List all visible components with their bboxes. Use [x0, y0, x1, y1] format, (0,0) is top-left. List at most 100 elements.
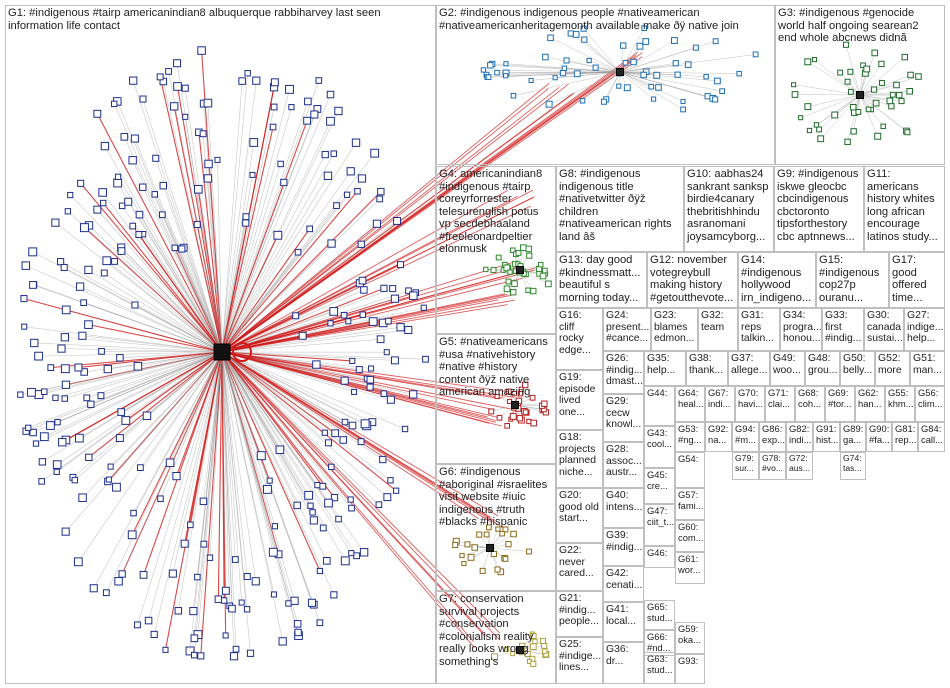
- group-panel-g27: G27: indige... help...: [904, 308, 945, 351]
- group-panel-g53: G53: #ng...: [675, 422, 705, 452]
- group-panel-g9: G9: #indigenous iskwe gleocbc cbcindigen…: [774, 166, 864, 252]
- group-panel-g41: G41: local...: [603, 602, 644, 642]
- group-label-g78: G78: #vo...: [762, 454, 783, 473]
- group-panel-g47: G47: ciit_t...: [644, 504, 675, 546]
- group-label-g52: G52: more: [878, 353, 907, 376]
- group-panel-g33: G33: first #indig...: [822, 308, 864, 351]
- group-label-g15: G15: #indigenous cop27p ouranu...: [819, 254, 886, 304]
- group-label-g12: G12: november votegreybull making histor…: [650, 254, 735, 304]
- group-panel-g89: G89: ga...: [840, 422, 866, 452]
- group-label-g30: G30: canada sustai...: [867, 310, 901, 345]
- group-label-g60: G60: com...: [678, 522, 702, 543]
- group-panel-g90: G90: #fa...: [866, 422, 892, 452]
- group-label-g3: G3: #indigenous #genocide world half ong…: [778, 7, 942, 45]
- group-panel-g34: G34: progra... honou...: [780, 308, 822, 351]
- group-panel-g79: G79: sur...: [732, 452, 759, 480]
- group-label-g2: G2: #indigenous indigenous people #nativ…: [439, 7, 772, 32]
- group-panel-g54: G54:: [675, 452, 705, 488]
- group-label-g65: G65: stud...: [647, 602, 672, 623]
- group-label-g31: G31: reps talkin...: [741, 310, 777, 345]
- group-label-g4: G4: americanindian8 #indigenous #tairp c…: [439, 168, 553, 256]
- group-label-g86: G86: exp...: [762, 424, 783, 445]
- group-panel-g12: G12: november votegreybull making histor…: [647, 252, 738, 308]
- group-panel-g40: G40: intens...: [603, 488, 644, 528]
- group-panel-g35: G35: help...: [644, 351, 686, 386]
- group-panel-g29: G29: cecw knowl...: [603, 394, 644, 442]
- group-label-g70: G70: havi...: [738, 388, 762, 409]
- group-panel-g94: G94: #m...: [732, 422, 759, 452]
- group-panel-g5: G5: #nativeamericans #usa #nativehistory…: [436, 334, 556, 464]
- group-panel-g7: G7: conservation survival projects #cons…: [436, 591, 556, 684]
- group-panel-g30: G30: canada sustai...: [864, 308, 904, 351]
- group-label-g68: G68: coh...: [798, 388, 822, 409]
- group-panel-g55: G55: khm...: [885, 386, 915, 422]
- group-panel-g84: G84: call...: [918, 422, 945, 452]
- group-label-g54: G54:: [678, 454, 702, 465]
- group-panel-g46: G46:: [644, 546, 675, 568]
- group-label-g11: G11: americans history whites long afric…: [867, 168, 942, 243]
- group-panel-g56: G56: clim...: [915, 386, 945, 422]
- group-panel-g62: G62: han...: [855, 386, 885, 422]
- group-label-g84: G84: call...: [921, 424, 942, 445]
- group-label-g40: G40: intens...: [606, 490, 641, 513]
- group-label-g82: G82: indi...: [789, 424, 810, 445]
- group-label-g50: G50: belly...: [843, 353, 872, 376]
- group-label-g21: G21: #indig... people...: [559, 593, 600, 628]
- group-label-g14: G14: #indigenous hollywood irn_indigeno.…: [741, 254, 813, 304]
- group-label-g42: G42: cenati...: [606, 568, 641, 591]
- group-panel-g67: G67: indi...: [705, 386, 735, 422]
- group-panel-g60: G60: com...: [675, 520, 705, 552]
- group-label-g24: G24: present... #cance...: [606, 310, 648, 345]
- group-label-g29: G29: cecw knowl...: [606, 396, 641, 431]
- group-label-g89: G89: ga...: [843, 424, 863, 445]
- group-label-g32: G32: team: [701, 310, 735, 333]
- group-label-g56: G56: clim...: [918, 388, 942, 409]
- group-label-g53: G53: #ng...: [678, 424, 702, 445]
- group-label-g16: G16: cliff rocky edge...: [559, 310, 600, 357]
- group-label-g63: G63: stud...: [647, 654, 672, 675]
- group-label-g41: G41: local...: [606, 604, 641, 627]
- group-panel-g18: G18: projects planned niche...: [556, 430, 603, 488]
- group-panel-g78: G78: #vo...: [759, 452, 786, 480]
- group-label-g47: G47: ciit_t...: [647, 506, 672, 527]
- group-panel-g31: G31: reps talkin...: [738, 308, 780, 351]
- group-panel-g70: G70: havi...: [735, 386, 765, 422]
- group-label-g93: G93:: [678, 656, 702, 667]
- group-panel-g26: G26: #indig... dmast...: [603, 351, 644, 394]
- group-panel-g39: G39: #indig...: [603, 528, 644, 566]
- group-label-g38: G38: thank...: [689, 353, 725, 376]
- group-panel-g21: G21: #indig... people...: [556, 591, 603, 637]
- group-label-g1: G1: #indigenous #tairp americanindian8 a…: [8, 7, 433, 32]
- group-label-g64: G64: heal...: [678, 388, 702, 409]
- group-panel-g59: G59: oka...: [675, 622, 705, 654]
- group-label-g37: G37: allege...: [731, 353, 767, 376]
- group-panel-g2: G2: #indigenous indigenous people #nativ…: [436, 5, 775, 165]
- group-panel-g23: G23: blames edmon...: [651, 308, 698, 351]
- group-panel-g42: G42: cenati...: [603, 566, 644, 602]
- group-label-g35: G35: help...: [647, 353, 683, 376]
- group-label-g13: G13: day good #kindnessmatt... beautiful…: [559, 254, 644, 304]
- group-label-g8: G8: #indigenous indigenous title #native…: [559, 168, 681, 243]
- group-panel-g65: G65: stud...: [644, 600, 675, 630]
- group-panel-g86: G86: exp...: [759, 422, 786, 452]
- group-panel-g16: G16: cliff rocky edge...: [556, 308, 603, 370]
- group-label-g91: G91: hist...: [816, 424, 837, 445]
- group-panel-g52: G52: more: [875, 351, 910, 386]
- group-label-g28: G28: assoc... austr...: [606, 444, 641, 479]
- group-label-g92: G92: na...: [708, 424, 729, 445]
- group-label-g18: G18: projects planned niche...: [559, 432, 600, 479]
- group-label-g94: G94: #m...: [735, 424, 756, 445]
- group-label-g27: G27: indige... help...: [907, 310, 942, 345]
- group-label-g46: G46:: [647, 548, 672, 559]
- group-label-g9: G9: #indigenous iskwe gleocbc cbcindigen…: [777, 168, 861, 243]
- group-label-g55: G55: khm...: [888, 388, 912, 409]
- group-panel-g37: G37: allege...: [728, 351, 770, 386]
- group-panel-g4: G4: americanindian8 #indigenous #tairp c…: [436, 166, 556, 334]
- group-label-g22: G22: never cared...: [559, 545, 600, 580]
- group-label-g59: G59: oka...: [678, 624, 702, 645]
- group-panel-g43: G43: cool...: [644, 426, 675, 468]
- group-panel-g69: G69: #tor...: [825, 386, 855, 422]
- group-label-g34: G34: progra... honou...: [783, 310, 819, 345]
- group-panel-g72: G72: aus...: [786, 452, 813, 480]
- group-label-g51: G51: man...: [913, 353, 942, 376]
